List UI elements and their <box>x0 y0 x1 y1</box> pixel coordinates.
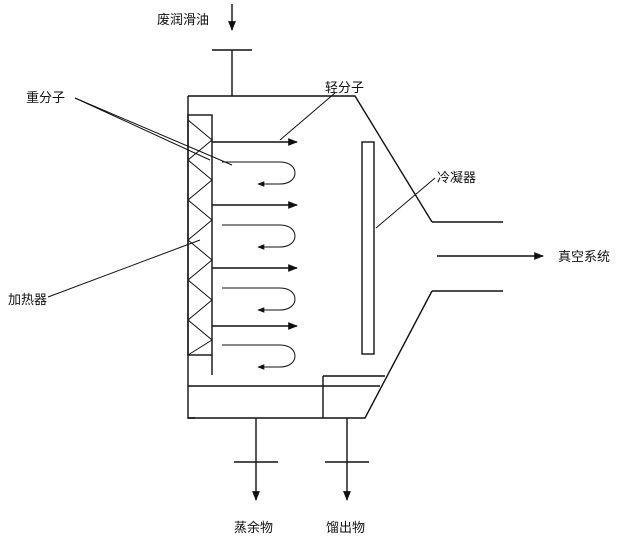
vessel-bottom-cone <box>188 290 433 419</box>
vacuum-outlet <box>432 221 544 292</box>
condenser-leader <box>375 177 436 229</box>
heater-element <box>187 114 213 375</box>
distillate-outlet <box>325 418 369 501</box>
residue-outlet <box>234 418 278 501</box>
label-vacuum-system: 真空系统 <box>558 250 610 265</box>
heater-block <box>187 114 213 356</box>
heavy-leader <box>74 97 211 161</box>
label-residue: 蒸余物 <box>234 520 273 536</box>
label-light-molecules: 轻分子 <box>325 81 364 96</box>
vessel-body <box>187 95 433 419</box>
feed-inlet <box>212 4 252 96</box>
vessel-top-wall <box>188 95 433 223</box>
light-molecule-arrows <box>212 138 298 330</box>
label-feed: 废润滑油 <box>157 12 209 28</box>
condenser-plate <box>361 141 375 355</box>
light-leader <box>279 92 336 141</box>
heavy-loop <box>222 344 296 370</box>
vessel-left-wall <box>187 96 195 419</box>
label-condenser: 冷凝器 <box>437 170 476 186</box>
heavy-leader-2 <box>74 97 233 166</box>
heavy-molecule-loops <box>222 161 296 370</box>
label-heavy-molecules: 重分子 <box>26 90 65 106</box>
heater-leader <box>47 239 201 298</box>
heavy-loop <box>222 224 296 250</box>
label-heater: 加热器 <box>8 293 47 308</box>
label-distillate: 馏出物 <box>326 521 365 536</box>
leader-lines <box>47 92 436 298</box>
heavy-loop <box>222 161 296 187</box>
heater-zigzag <box>187 119 213 356</box>
heavy-loop <box>222 287 296 313</box>
